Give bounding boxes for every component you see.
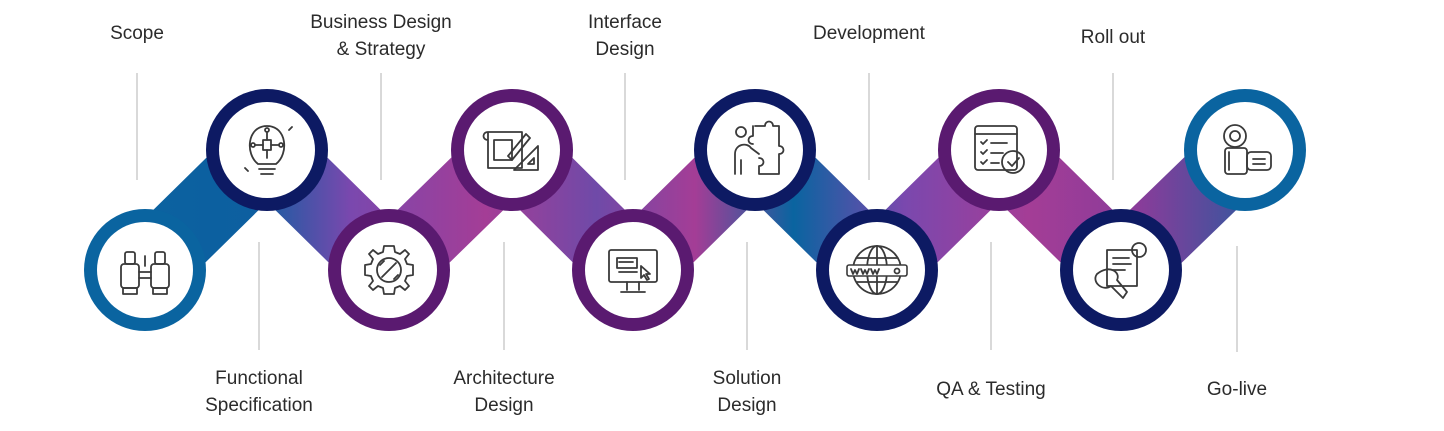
step-label: Roll out — [1013, 24, 1213, 51]
lightbulb-circuit-icon — [244, 125, 293, 175]
connector-band — [108, 113, 1282, 307]
puzzle-person-icon — [734, 120, 785, 175]
step-inner-circle — [97, 222, 193, 318]
certificate-icon — [1094, 242, 1147, 299]
step-label-line: Scope — [110, 23, 164, 44]
step-label: Go-live — [1137, 376, 1337, 403]
step-label-line: Interface — [588, 12, 662, 33]
step-label: Scope — [37, 20, 237, 47]
step-label: QA & Testing — [891, 376, 1091, 403]
step-label-line: Functional — [215, 368, 303, 389]
step-nodes — [84, 89, 1306, 331]
step-label-line: QA & Testing — [936, 379, 1046, 400]
step-node — [328, 209, 450, 331]
gear-wrench-icon — [364, 245, 414, 295]
camera-recorder-icon — [1223, 124, 1272, 175]
step-label-line: Go-live — [1206, 379, 1268, 400]
step-label-line: Design — [717, 395, 777, 416]
step-label-line: Specification — [205, 395, 313, 416]
step-inner-circle — [585, 222, 681, 318]
step-label-line: Business Design — [310, 12, 452, 33]
step-node — [451, 89, 573, 211]
step-node — [816, 209, 938, 331]
step-node — [84, 209, 206, 331]
step-inner-circle — [1197, 102, 1293, 198]
step-node — [694, 89, 816, 211]
blueprint-icon — [482, 131, 539, 171]
step-node — [572, 209, 694, 331]
step-label-line: Design — [474, 395, 534, 416]
step-label-line: & Strategy — [336, 39, 426, 60]
step-label-line: Solution — [712, 368, 782, 389]
globe-www-icon — [846, 245, 908, 295]
step-node — [1184, 89, 1306, 211]
step-inner-circle — [951, 102, 1047, 198]
step-label: Business Design & Strategy — [281, 9, 481, 63]
step-label: Development — [769, 20, 969, 47]
step-node — [938, 89, 1060, 211]
monitor-cursor-icon — [608, 249, 658, 293]
step-node — [1060, 209, 1182, 331]
step-label-line: Design — [595, 39, 655, 60]
checklist-icon — [974, 125, 1025, 174]
connector-lines — [136, 73, 1238, 352]
band-path — [108, 113, 1282, 307]
binoculars-icon — [120, 251, 170, 295]
step-node — [206, 89, 328, 211]
step-label-line: Roll out — [1080, 27, 1146, 48]
step-label-line: Architecture — [453, 368, 555, 389]
step-label-line: Development — [813, 23, 925, 44]
